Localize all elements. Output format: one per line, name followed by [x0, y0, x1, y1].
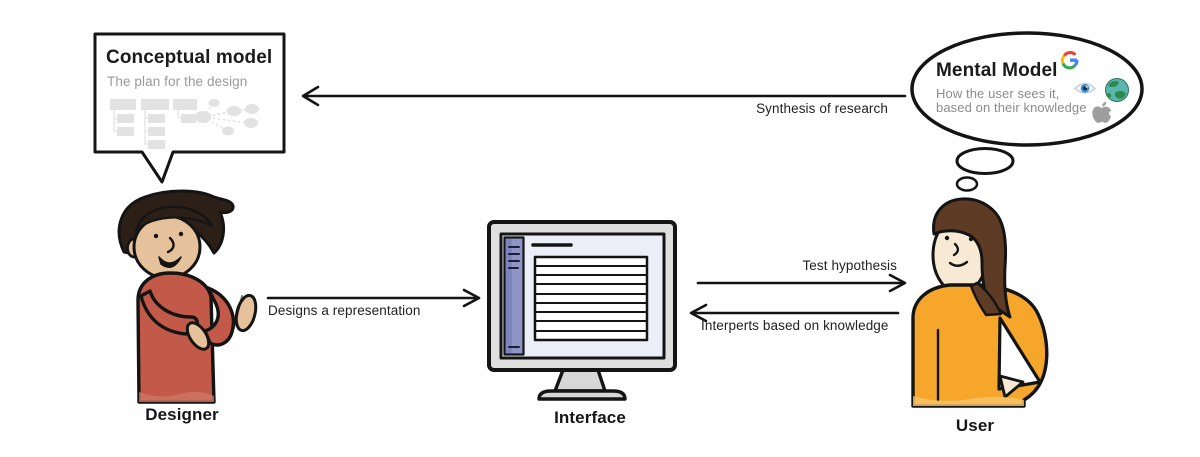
arrow-synthesis-of-research: [301, 85, 907, 107]
designer-label: Designer: [145, 405, 219, 424]
mental-model-subtitle-line2: based on their knowledge: [936, 100, 1087, 115]
arrow-test-hypothesis: [696, 273, 907, 293]
mental-model-title: Mental Model: [936, 60, 1058, 81]
conceptual-model-title: Conceptual model: [106, 47, 273, 68]
designs-arrow-label: Designs a representation: [268, 303, 421, 318]
user-label: User: [955, 416, 995, 435]
conceptual-model-bubble: [93, 32, 286, 184]
monitor-table: [533, 255, 649, 342]
monitor-sidebar: [503, 236, 525, 356]
test-hypothesis-arrow-label: Test hypothesis: [802, 258, 897, 273]
globe-icon: [1105, 78, 1129, 102]
user-figure: [911, 197, 1049, 408]
arrow-interprets-knowledge: [689, 303, 900, 323]
eye-icon: [1073, 82, 1097, 94]
mental-model-bubble: [910, 31, 1144, 192]
interface-monitor: [487, 220, 677, 401]
sitemap-sketch-icon: [110, 99, 197, 149]
arrow-designs-representation: [266, 288, 481, 308]
interface-label: Interface: [554, 408, 626, 427]
apple-icon: [1092, 101, 1115, 123]
mindmap-sketch-icon: [194, 99, 259, 136]
mental-model-subtitle-line1: How the user sees it,: [936, 86, 1060, 101]
designer-figure: [117, 189, 258, 404]
interprets-arrow-label: Interperts based on knowledge: [701, 318, 889, 333]
google-g-icon: [1060, 51, 1079, 70]
conceptual-model-subtitle: The plan for the design: [107, 74, 248, 89]
synthesis-arrow-label: Synthesis of research: [756, 101, 888, 116]
